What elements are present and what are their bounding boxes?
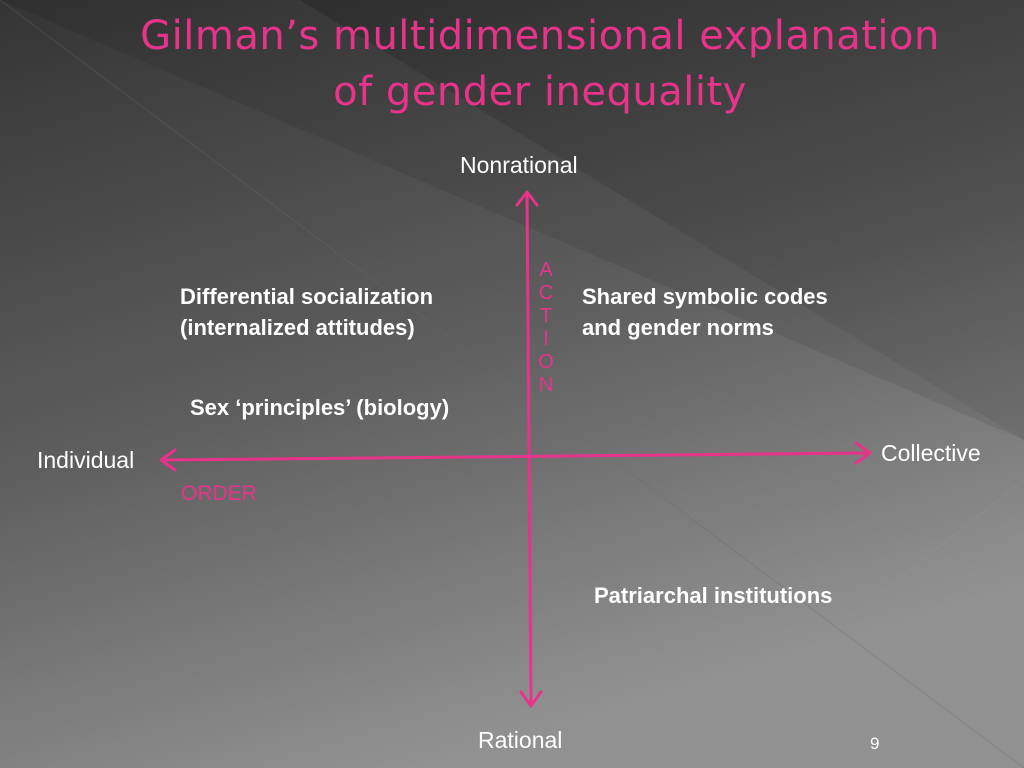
order-label: ORDER bbox=[181, 482, 257, 505]
horizontal-axis-left-arrowhead bbox=[159, 448, 177, 472]
slide-title: Gilman’s multidimensional explanation of… bbox=[60, 8, 1020, 120]
action-letter-i: I bbox=[543, 328, 549, 350]
axis-label-rational: Rational bbox=[478, 727, 563, 753]
vertical-axis-bottom-arrowhead bbox=[519, 690, 543, 708]
action-vertical-label: A C T I O N bbox=[536, 259, 556, 397]
vertical-axis-line bbox=[525, 193, 533, 705]
internalized-attitudes-line: (internalized attitudes) bbox=[180, 315, 415, 340]
axis-label-collective: Collective bbox=[881, 440, 981, 466]
action-letter-a: A bbox=[539, 259, 553, 281]
quadrant-top-right-text: Shared symbolic codes and gender norms bbox=[582, 281, 828, 343]
shared-symbolic-codes-line: Shared symbolic codes bbox=[582, 284, 828, 309]
horizontal-axis-right-arrowhead bbox=[854, 441, 872, 465]
slide-title-line-1: Gilman’s multidimensional explanation bbox=[140, 13, 940, 59]
axis-label-individual: Individual bbox=[37, 447, 135, 473]
action-letter-t: T bbox=[539, 305, 553, 327]
action-letter-c: C bbox=[538, 282, 554, 304]
quadrant-top-left-biology-text: Sex ‘principles’ (biology) bbox=[190, 395, 450, 420]
differential-socialization-line: Differential socialization bbox=[180, 284, 434, 309]
axis-label-nonrational: Nonrational bbox=[460, 152, 578, 178]
action-letter-o: O bbox=[538, 351, 554, 373]
gender-norms-line: and gender norms bbox=[582, 315, 774, 340]
slide-title-line-2: of gender inequality bbox=[333, 69, 747, 115]
quadrant-top-left-text: Differential socialization (internalized… bbox=[180, 281, 433, 343]
page-number: 9 bbox=[870, 734, 880, 753]
action-letter-n: N bbox=[538, 374, 554, 396]
vertical-axis-top-arrowhead bbox=[515, 190, 539, 207]
horizontal-axis-line bbox=[161, 451, 870, 462]
quadrant-bottom-right-text: Patriarchal institutions bbox=[594, 583, 833, 608]
